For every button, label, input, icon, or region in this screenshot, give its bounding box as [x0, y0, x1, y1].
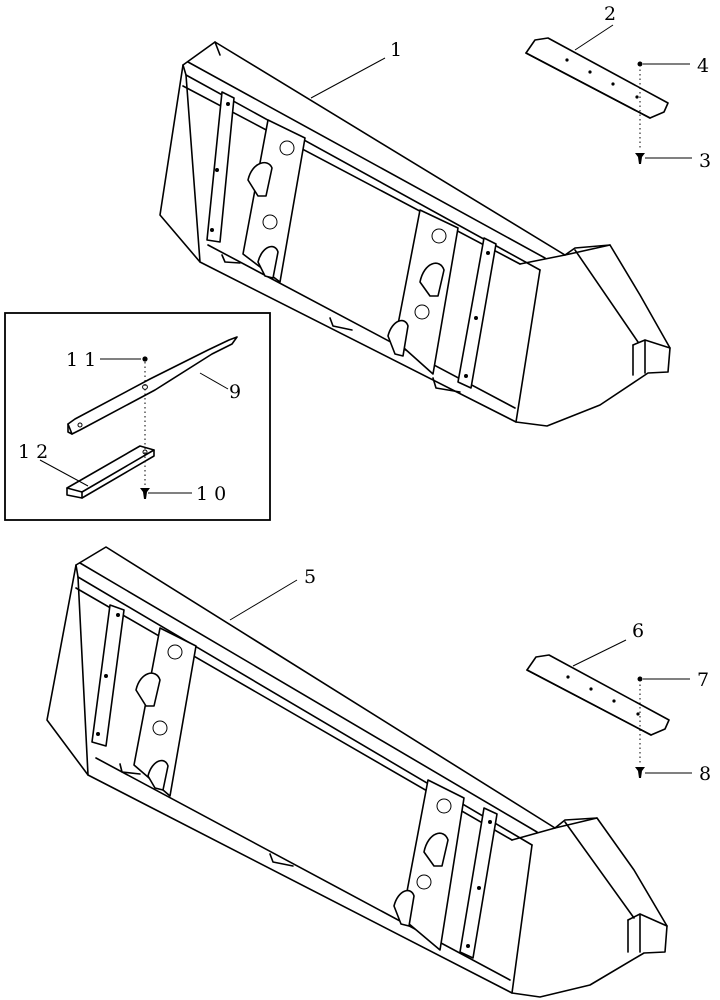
bucket-lower [46, 546, 668, 998]
callout-2: 2 [604, 3, 616, 25]
bucket-upper [159, 41, 671, 427]
callout-1: 1 [390, 39, 402, 61]
callout-3: 3 [699, 150, 711, 172]
callout-10: 1 0 [196, 483, 226, 505]
bolt-icon [635, 767, 645, 778]
cutting-edge-upper [525, 37, 669, 164]
callout-labels: 1 2 3 4 5 6 7 8 9 1 0 1 1 1 2 [18, 3, 711, 785]
callout-4: 4 [697, 55, 709, 77]
callout-5: 5 [304, 566, 316, 588]
callout-8: 8 [699, 763, 711, 785]
nut-icon [637, 61, 643, 67]
inset-detail-box [4, 312, 271, 521]
callout-9: 9 [229, 381, 241, 403]
callout-6: 6 [632, 620, 644, 642]
nut-icon [637, 676, 643, 682]
cutting-edge-lower [526, 654, 670, 778]
bolt-icon [635, 153, 645, 164]
bolt-icon [140, 488, 150, 499]
callout-7: 7 [697, 669, 709, 691]
leader-lines [39, 24, 692, 774]
nut-icon [142, 356, 148, 362]
callout-11: 1 1 [66, 349, 96, 371]
callout-12: 1 2 [18, 441, 48, 463]
